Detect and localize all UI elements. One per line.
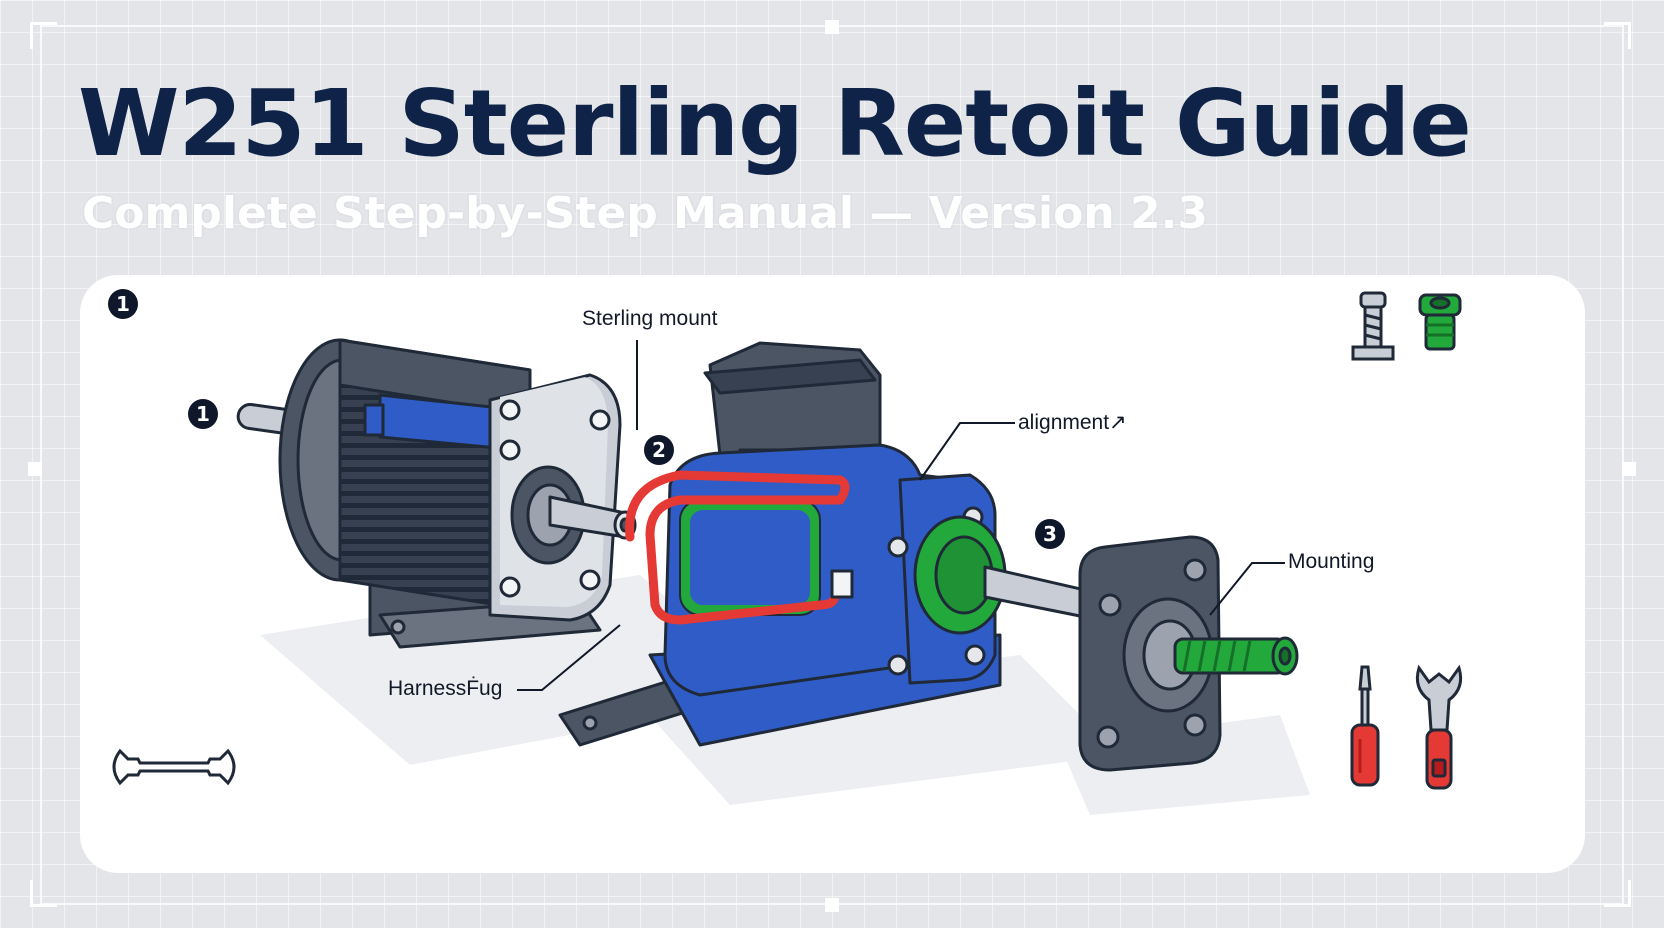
frame-marker-bottom [825, 898, 839, 912]
electric-motor [236, 338, 637, 649]
corner-bracket-top-right [1604, 22, 1631, 49]
wrench-small-icon [112, 748, 236, 786]
frame-marker-left [28, 462, 42, 476]
frame-marker-top [825, 20, 839, 34]
page-subtitle: Complete Step-by-Step Manual — Version 2… [82, 188, 1208, 239]
callout-sterling-mount: Sterling mount [582, 307, 718, 330]
callout-mounting: Mounting [1288, 550, 1375, 573]
motor-retrofit-diagram [112, 291, 1463, 815]
step-badge-plate: 3 [1035, 519, 1065, 549]
bolt-icon [1351, 291, 1395, 361]
sterling-coupling-unit [558, 341, 1007, 747]
diagram-panel: Sterling mount alignment↗ Mounting Harne… [80, 275, 1585, 873]
frame-marker-right [1622, 462, 1636, 476]
callout-alignment: alignment↗ [1018, 411, 1127, 434]
corner-bracket-bottom-left [30, 880, 57, 907]
corner-bracket-top-left [30, 22, 57, 49]
step-badge-motor: 1 [188, 399, 218, 429]
nut-icon [1418, 293, 1462, 351]
page-title: W251 Sterling Retoit Guide [78, 70, 1472, 177]
step-badge-corner: 1 [108, 289, 138, 319]
screwdriver-icon [1350, 665, 1380, 787]
leader-lines [517, 340, 1285, 691]
corner-bracket-bottom-right [1604, 880, 1631, 907]
callout-harness: HarnessḞug [388, 677, 503, 700]
wrench-icon [1415, 664, 1463, 790]
step-badge-wiring: 2 [644, 435, 674, 465]
mounting-plate [983, 535, 1299, 772]
